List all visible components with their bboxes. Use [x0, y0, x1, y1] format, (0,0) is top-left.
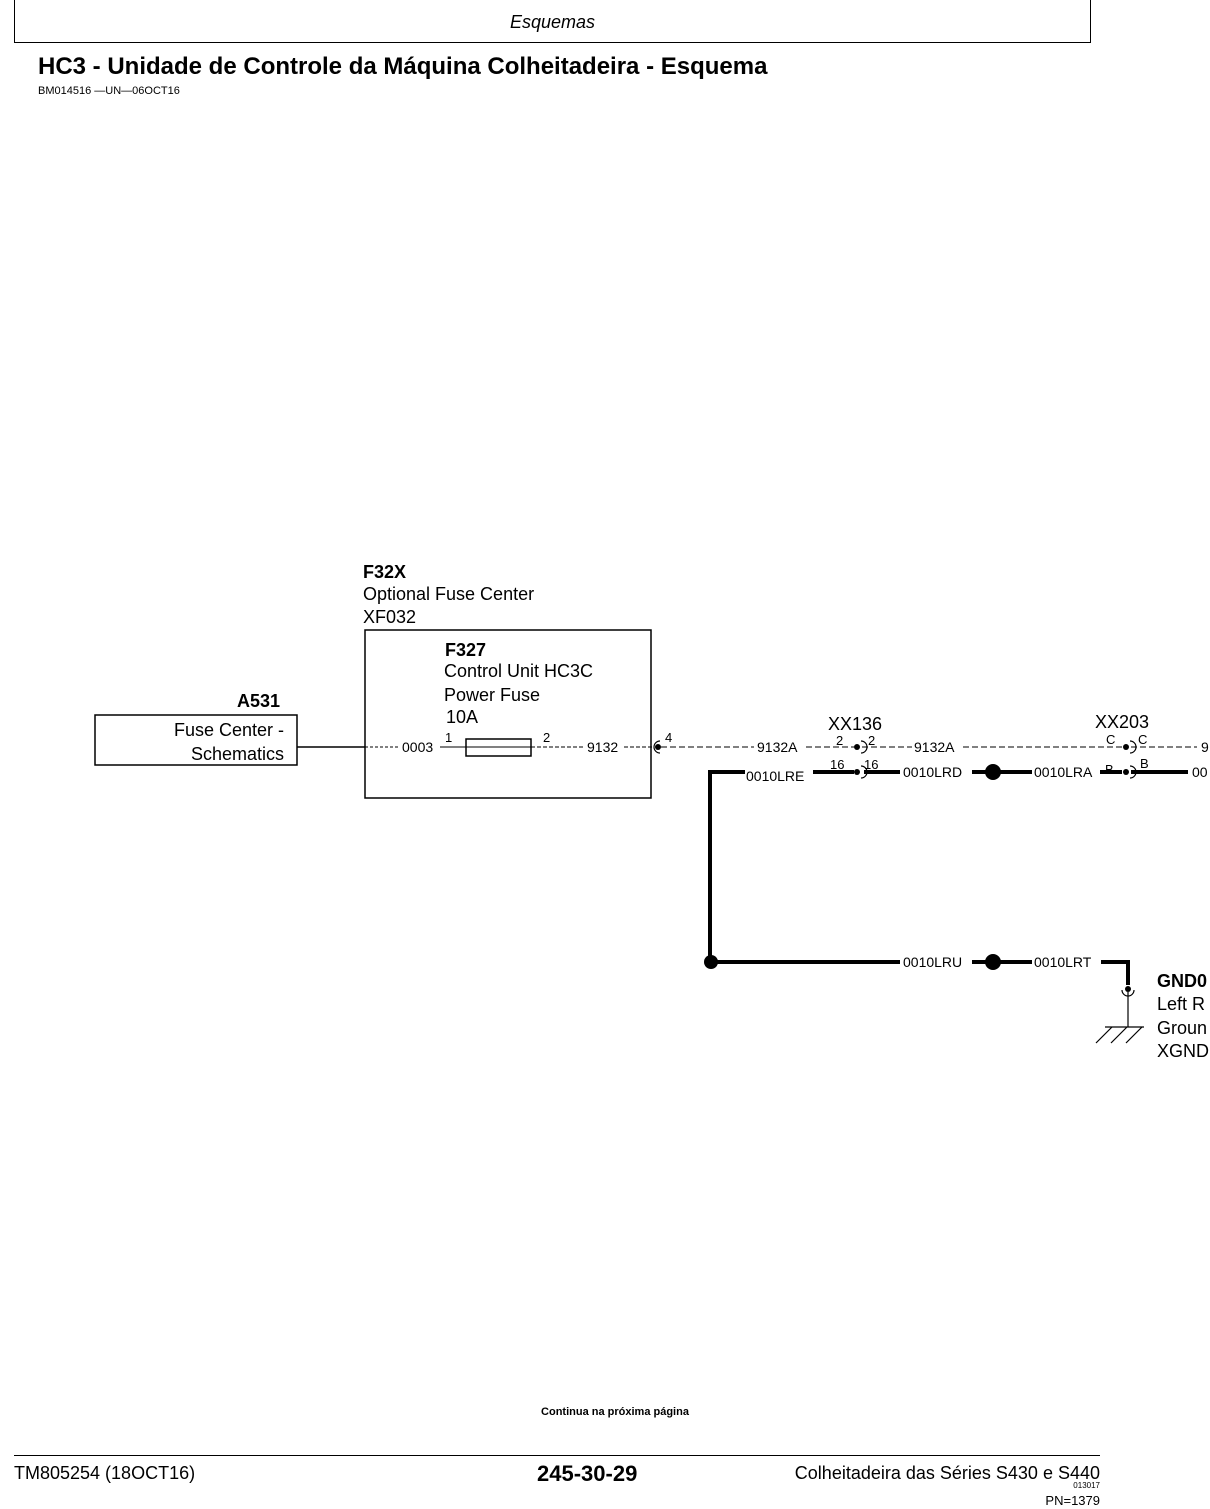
footer-code: 013017	[1073, 1481, 1100, 1490]
xx203-id: XX203	[1095, 712, 1149, 732]
wire-label-9132a-1: 9132A	[757, 739, 798, 755]
wire-label-9132a-2: 9132A	[914, 739, 955, 755]
series-title: Colheitadeira das Séries S430 e S440	[794, 1463, 1100, 1483]
manual-number: TM805254 (18OCT16)	[14, 1463, 196, 1483]
xf032-connector-symbol	[653, 740, 661, 754]
gnd-label-2: Groun	[1157, 1018, 1207, 1038]
ground-hatch-3	[1125, 1026, 1143, 1044]
fuse-pin-2: 2	[543, 730, 550, 745]
figure-id: BM014516 —UN—06OCT16	[38, 85, 180, 97]
xx136-pin-16-dot	[854, 769, 860, 775]
splice-dot-left	[704, 955, 718, 969]
xx203-pin-b-left: B	[1105, 762, 1114, 777]
f32x-name: Optional Fuse Center	[363, 584, 534, 604]
xx136-pin-16-left: 16	[830, 757, 844, 772]
page-header: Esquemas	[14, 0, 1091, 43]
xx203-pin-c-left: C	[1106, 732, 1115, 747]
wire-label-lrd: 0010LRD	[903, 764, 962, 780]
xx203-pin-b-dot	[1123, 769, 1129, 775]
wire-label-lra: 0010LRA	[1034, 764, 1093, 780]
wire-label-00: 00	[1192, 764, 1208, 780]
xx136-id: XX136	[828, 714, 882, 734]
xx136-pin-2-left: 2	[836, 733, 843, 748]
wire-label-lru: 0010LRU	[903, 954, 962, 970]
gnd-label-3: XGND	[1157, 1041, 1209, 1061]
a531-label-1: Fuse Center -	[174, 720, 284, 740]
fuse-pin-1: 1	[445, 730, 452, 745]
wire-label-9132: 9132	[587, 739, 618, 755]
gnd-label-1: Left R	[1157, 994, 1205, 1014]
a531-box	[94, 714, 298, 766]
xf032-pin-4: 4	[665, 730, 672, 745]
ground-hatch-2	[1110, 1026, 1128, 1044]
f32x-box	[364, 629, 652, 799]
wire-ground-bus	[708, 770, 900, 964]
wire-label-lrt: 0010LRT	[1034, 954, 1092, 970]
page-pn: PN=1379	[1045, 1493, 1100, 1508]
page-number: 245-30-29	[537, 1461, 638, 1486]
wire-label-lre: 0010LRE	[746, 768, 804, 784]
splice-dot-upper	[985, 764, 1001, 780]
f327-rating: 10A	[446, 707, 478, 727]
xx136-pin-2-dot	[854, 744, 860, 750]
wire-label-9: 9	[1201, 739, 1209, 755]
a531-id: A531	[237, 691, 280, 711]
f327-label-1: Control Unit HC3C	[444, 661, 593, 681]
xx203-pin-c-right: C	[1138, 732, 1147, 747]
xf032-pin-dot	[655, 744, 661, 750]
f327-label-2: Power Fuse	[444, 685, 540, 705]
ground-pin-dot	[1125, 986, 1131, 992]
xx136-pin-16-right: 16	[864, 757, 878, 772]
xx203-pin-b-right: B	[1140, 756, 1149, 771]
footer-divider	[14, 1455, 1100, 1456]
f32x-connector: XF032	[363, 607, 416, 627]
wire-to-ground	[1101, 960, 1130, 985]
wire-label-0003: 0003	[402, 739, 433, 755]
xx203-pin-c-dot	[1123, 744, 1129, 750]
f32x-id: F32X	[363, 562, 406, 582]
a531-label-2: Schematics	[191, 744, 284, 764]
section-title: Esquemas	[509, 12, 596, 32]
f327-id: F327	[445, 640, 486, 660]
gnd-id: GND0	[1157, 971, 1207, 991]
continue-note: Continua na próxima página	[541, 1406, 689, 1418]
ground-hatch-1	[1095, 1026, 1113, 1044]
xx136-pin-2-right: 2	[868, 733, 875, 748]
splice-dot-lower	[985, 954, 1001, 970]
page-title: HC3 - Unidade de Controle da Máquina Col…	[38, 53, 768, 80]
